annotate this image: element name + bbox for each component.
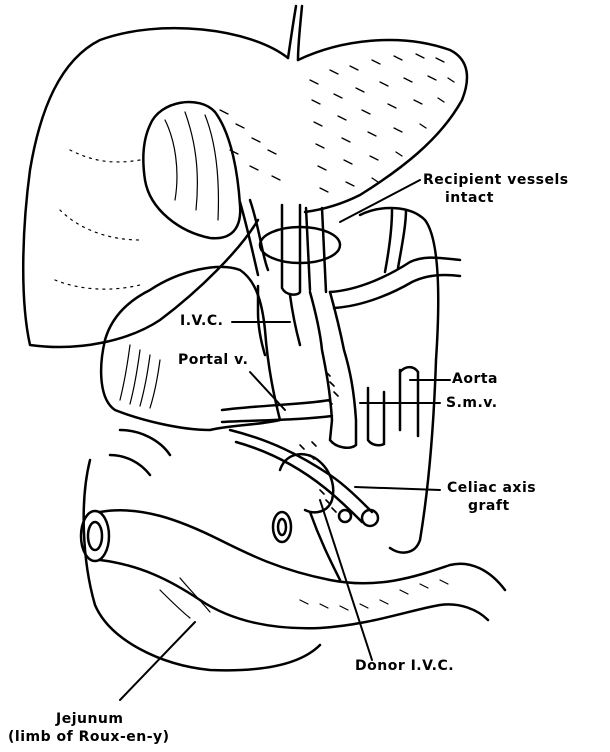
splenic-vessel bbox=[330, 258, 460, 308]
pancreas bbox=[101, 267, 280, 430]
mesentery bbox=[84, 460, 320, 670]
label-donor-ivc: Donor I.V.C. bbox=[355, 658, 454, 675]
gallbladder-shading bbox=[165, 112, 218, 220]
label-aorta: Aorta bbox=[452, 371, 498, 388]
portal-vein bbox=[310, 292, 356, 448]
leader-jejunum bbox=[120, 622, 195, 700]
graft-anastomosis bbox=[339, 510, 351, 522]
leader-recipient-vessels bbox=[340, 180, 420, 222]
leader-portal-v bbox=[250, 372, 285, 410]
falciform-ligament bbox=[288, 6, 302, 60]
label-smv: S.m.v. bbox=[446, 395, 498, 412]
liver-right-lobe-texture bbox=[55, 150, 140, 289]
label-recipient-vessels-intact: intact bbox=[445, 190, 494, 207]
donor-vessel-right bbox=[306, 208, 326, 292]
celiac-graft-vessel bbox=[222, 400, 372, 522]
gallbladder bbox=[143, 102, 240, 238]
aorta-tube bbox=[400, 367, 418, 436]
label-portal-v: Portal v. bbox=[178, 352, 248, 369]
pancreas-shading bbox=[120, 345, 160, 408]
celiac-graft-end bbox=[362, 510, 378, 526]
smv-tube bbox=[368, 388, 384, 445]
label-jejunum-roux: (limb of Roux-en-y) bbox=[8, 729, 170, 746]
duodenum-lower-loop bbox=[110, 430, 170, 475]
donor-ivc-stump-lumen bbox=[278, 519, 286, 535]
label-ivc: I.V.C. bbox=[180, 313, 223, 330]
donor-vessel-left bbox=[282, 205, 300, 295]
label-celiac-graft: graft bbox=[468, 498, 510, 515]
jejunum-lumen bbox=[88, 522, 102, 550]
liver-right-lobe bbox=[23, 28, 288, 347]
liver-left-lobe-shading bbox=[220, 54, 454, 192]
donor-ivc-stump bbox=[273, 512, 291, 542]
vessel-branch-up bbox=[385, 210, 406, 272]
label-celiac-axis: Celiac axis bbox=[447, 480, 536, 497]
label-recipient-vessels: Recipient vessels bbox=[423, 172, 569, 189]
label-jejunum: Jejunum bbox=[56, 711, 124, 728]
